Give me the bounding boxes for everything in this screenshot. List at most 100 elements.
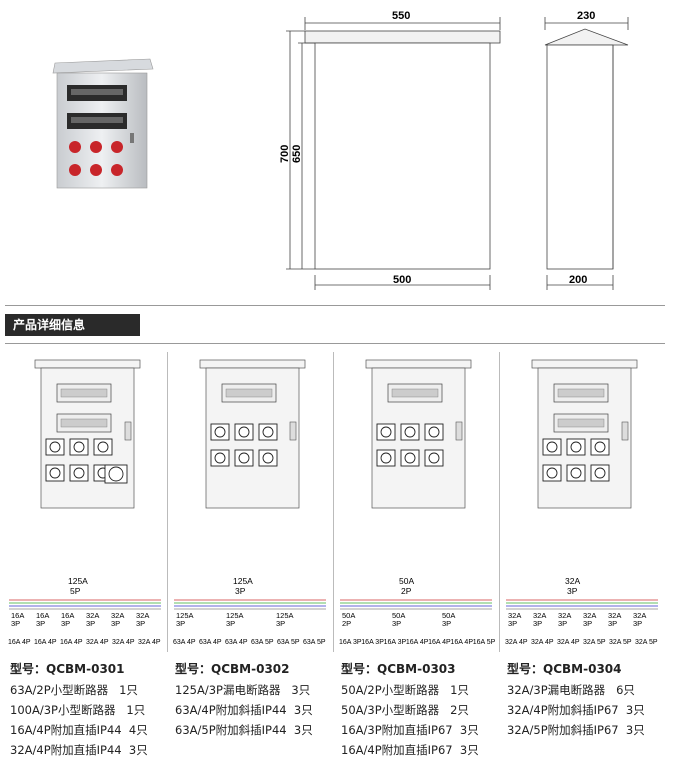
wiring-socket-label: 63A 4P [173, 639, 196, 646]
model-number: 型号：QCBM-0302 [175, 660, 290, 677]
spec-line: 16A/3P附加直插IP67 3只 [341, 723, 479, 737]
section-title: 产品详细信息 [5, 314, 140, 336]
wiring-socket-label: 32A 4P [531, 639, 554, 646]
spec-line: 50A/3P小型断路器 2只 [341, 703, 469, 717]
product-photo [52, 58, 154, 189]
model-label: 型号： [341, 662, 378, 676]
model-label: 型号： [10, 662, 47, 676]
wiring-socket-label: 63A 5P [251, 639, 274, 646]
wiring-breaker-rating: 32A [111, 611, 124, 620]
wiring-breaker-poles: 3P [533, 619, 542, 628]
wiring-breaker-poles: 3P [136, 619, 145, 628]
column-separator [499, 352, 500, 652]
wiring-socket-label: 16A 5P [473, 639, 496, 646]
wiring-main-rating: 125A [233, 576, 253, 586]
wiring-socket-label: 32A 5P [583, 639, 606, 646]
dim-front-bottom-width: 500 [393, 274, 411, 286]
wiring-breaker-poles: 3P [583, 619, 592, 628]
model-value: QCBM-0302 [211, 662, 290, 676]
wiring-breaker-rating: 32A [608, 611, 621, 620]
wiring-breaker-poles: 3P [11, 619, 20, 628]
wiring-breaker-poles: 2P [342, 619, 351, 628]
wiring-socket-label: 16A 4P [428, 639, 451, 646]
wiring-socket-label: 16A 3P [361, 639, 384, 646]
wiring-breaker-rating: 125A [176, 611, 194, 620]
model-label: 型号： [507, 662, 544, 676]
wiring-socket-label: 16A 4P [34, 639, 57, 646]
wiring-breaker-rating: 125A [276, 611, 294, 620]
wiring-socket-label: 16A 3P [339, 639, 362, 646]
wiring-breaker-poles: 3P [608, 619, 617, 628]
wiring-breaker-rating: 32A [86, 611, 99, 620]
spec-line: 32A/5P附加斜插IP67 3只 [507, 723, 645, 737]
wiring-breaker-rating: 16A [36, 611, 49, 620]
model-number: 型号：QCBM-0301 [10, 660, 125, 677]
spec-line: 100A/3P小型断路器 1只 [10, 703, 146, 717]
dim-front-total-height: 700 [280, 145, 291, 163]
dim-side-top-width: 230 [577, 10, 595, 22]
model-number: 型号：QCBM-0304 [507, 660, 622, 677]
wiring-breaker-poles: 3P [392, 619, 401, 628]
model-value: QCBM-0304 [543, 662, 622, 676]
wiring-socket-label: 16A 4P [450, 639, 473, 646]
wiring-breaker-poles: 3P [61, 619, 70, 628]
wiring-main-poles: 3P [567, 586, 578, 596]
column-separator [333, 352, 334, 652]
wiring-socket-label: 32A 4P [557, 639, 580, 646]
wiring-breaker-poles: 3P [111, 619, 120, 628]
spec-line: 16A/4P附加直插IP44 4只 [10, 723, 148, 737]
wiring-socket-label: 32A 5P [635, 639, 658, 646]
wiring-breaker-rating: 32A [136, 611, 149, 620]
wiring-breaker-rating: 125A [226, 611, 244, 620]
wiring-breaker-rating: 32A [508, 611, 521, 620]
wiring-socket-label: 32A 5P [609, 639, 632, 646]
wiring-socket-label: 32A 4P [505, 639, 528, 646]
model-number: 型号：QCBM-0303 [341, 660, 456, 677]
wiring-socket-label: 32A 4P [112, 639, 135, 646]
dim-front-top-width: 550 [392, 10, 410, 22]
wiring-breaker-poles: 3P [276, 619, 285, 628]
section-underline [5, 343, 665, 344]
wiring-breaker-rating: 32A [583, 611, 596, 620]
wiring-socket-label: 16A 4P [406, 639, 429, 646]
wiring-breaker-rating: 32A [558, 611, 571, 620]
wiring-breaker-poles: 3P [176, 619, 185, 628]
spec-line: 32A/4P附加斜插IP67 3只 [507, 703, 645, 717]
wiring-breaker-poles: 3P [86, 619, 95, 628]
wiring-breaker-poles: 3P [558, 619, 567, 628]
wiring-breaker-rating: 16A [11, 611, 24, 620]
wiring-breaker-rating: 50A [442, 611, 455, 620]
wiring-socket-label: 32A 4P [86, 639, 109, 646]
wiring-main-poles: 3P [235, 586, 246, 596]
wiring-breaker-rating: 32A [533, 611, 546, 620]
dim-front-body-height: 650 [291, 145, 303, 163]
wiring-breaker-poles: 3P [226, 619, 235, 628]
spec-line: 50A/2P小型断路器 1只 [341, 683, 469, 697]
wiring-main-poles: 2P [401, 586, 412, 596]
wiring-breaker-poles: 3P [633, 619, 642, 628]
spec-line: 63A/5P附加斜插IP44 3只 [175, 723, 313, 737]
section-divider [5, 305, 665, 306]
wiring-socket-label: 63A 5P [303, 639, 326, 646]
wiring-breaker-rating: 32A [633, 611, 646, 620]
wiring-main-rating: 125A [68, 576, 88, 586]
wiring-main-rating: 50A [399, 576, 414, 586]
wiring-breaker-poles: 3P [442, 619, 451, 628]
wiring-socket-label: 16A 4P [60, 639, 83, 646]
wiring-breaker-rating: 50A [342, 611, 355, 620]
wiring-breaker-rating: 50A [392, 611, 405, 620]
spec-line: 125A/3P漏电断路器 3只 [175, 683, 311, 697]
cabinet-diagram: 125A5P16A3P16A3P16A3P32A3P32A3P32A3P16A … [8, 359, 161, 646]
wiring-socket-label: 63A 5P [277, 639, 300, 646]
column-separator [167, 352, 168, 652]
wiring-socket-label: 16A 3P [384, 639, 407, 646]
wiring-socket-label: 16A 4P [8, 639, 31, 646]
model-value: QCBM-0301 [46, 662, 125, 676]
wiring-breaker-poles: 3P [36, 619, 45, 628]
wiring-breaker-poles: 3P [508, 619, 517, 628]
model-label: 型号： [175, 662, 212, 676]
spec-line: 63A/2P小型断路器 1只 [10, 683, 138, 697]
